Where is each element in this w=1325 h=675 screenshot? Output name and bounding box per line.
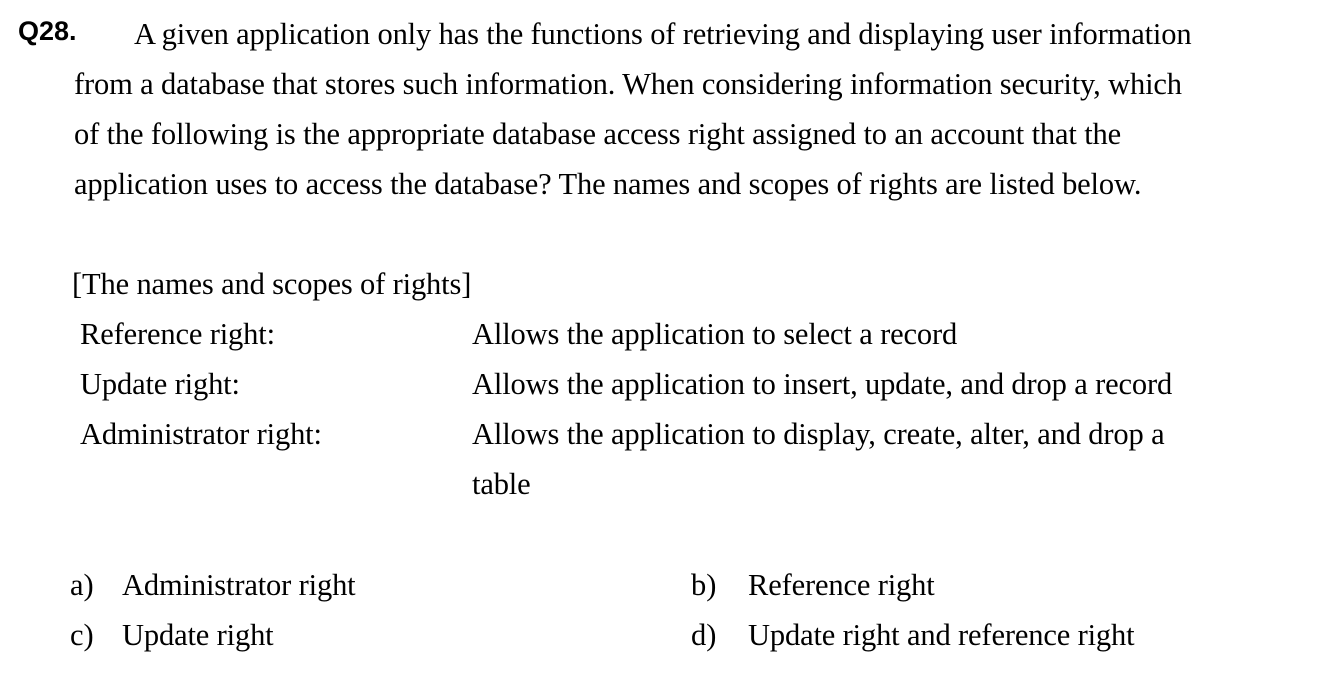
rights-table: Reference right: Allows the application … (0, 319, 1325, 519)
right-description: Allows the application to select a recor… (472, 317, 958, 351)
right-name: Update right: (80, 367, 240, 401)
question-stem-line-3: of the following is the appropriate data… (74, 117, 1122, 151)
choice-option-b[interactable]: Reference right (748, 568, 935, 602)
question-number: Q28. (18, 16, 77, 46)
choice-option-c[interactable]: Update right (122, 618, 274, 652)
choice-letter-a[interactable]: a) (70, 568, 94, 602)
right-name: Reference right: (80, 317, 275, 351)
question-stem-line-2: from a database that stores such informa… (74, 67, 1182, 101)
question-stem-line-1: A given application only has the functio… (134, 17, 1192, 51)
choice-letter-d[interactable]: d) (691, 618, 717, 652)
right-description-continued: table (472, 467, 531, 501)
right-name: Administrator right: (80, 417, 322, 451)
question-stem-line-4: application uses to access the database?… (74, 167, 1142, 201)
choice-letter-b[interactable]: b) (691, 568, 717, 602)
choice-option-d[interactable]: Update right and reference right (748, 618, 1135, 652)
rights-block-heading: [The names and scopes of rights] (72, 267, 472, 301)
right-description: Allows the application to display, creat… (472, 417, 1165, 451)
rights-row: Update right: Allows the application to … (0, 369, 1325, 419)
rights-row: Reference right: Allows the application … (0, 319, 1325, 369)
right-description: Allows the application to insert, update… (472, 367, 1173, 401)
choice-letter-c[interactable]: c) (70, 618, 94, 652)
choice-option-a[interactable]: Administrator right (122, 568, 356, 602)
rights-row: Administrator right: Allows the applicat… (0, 419, 1325, 519)
